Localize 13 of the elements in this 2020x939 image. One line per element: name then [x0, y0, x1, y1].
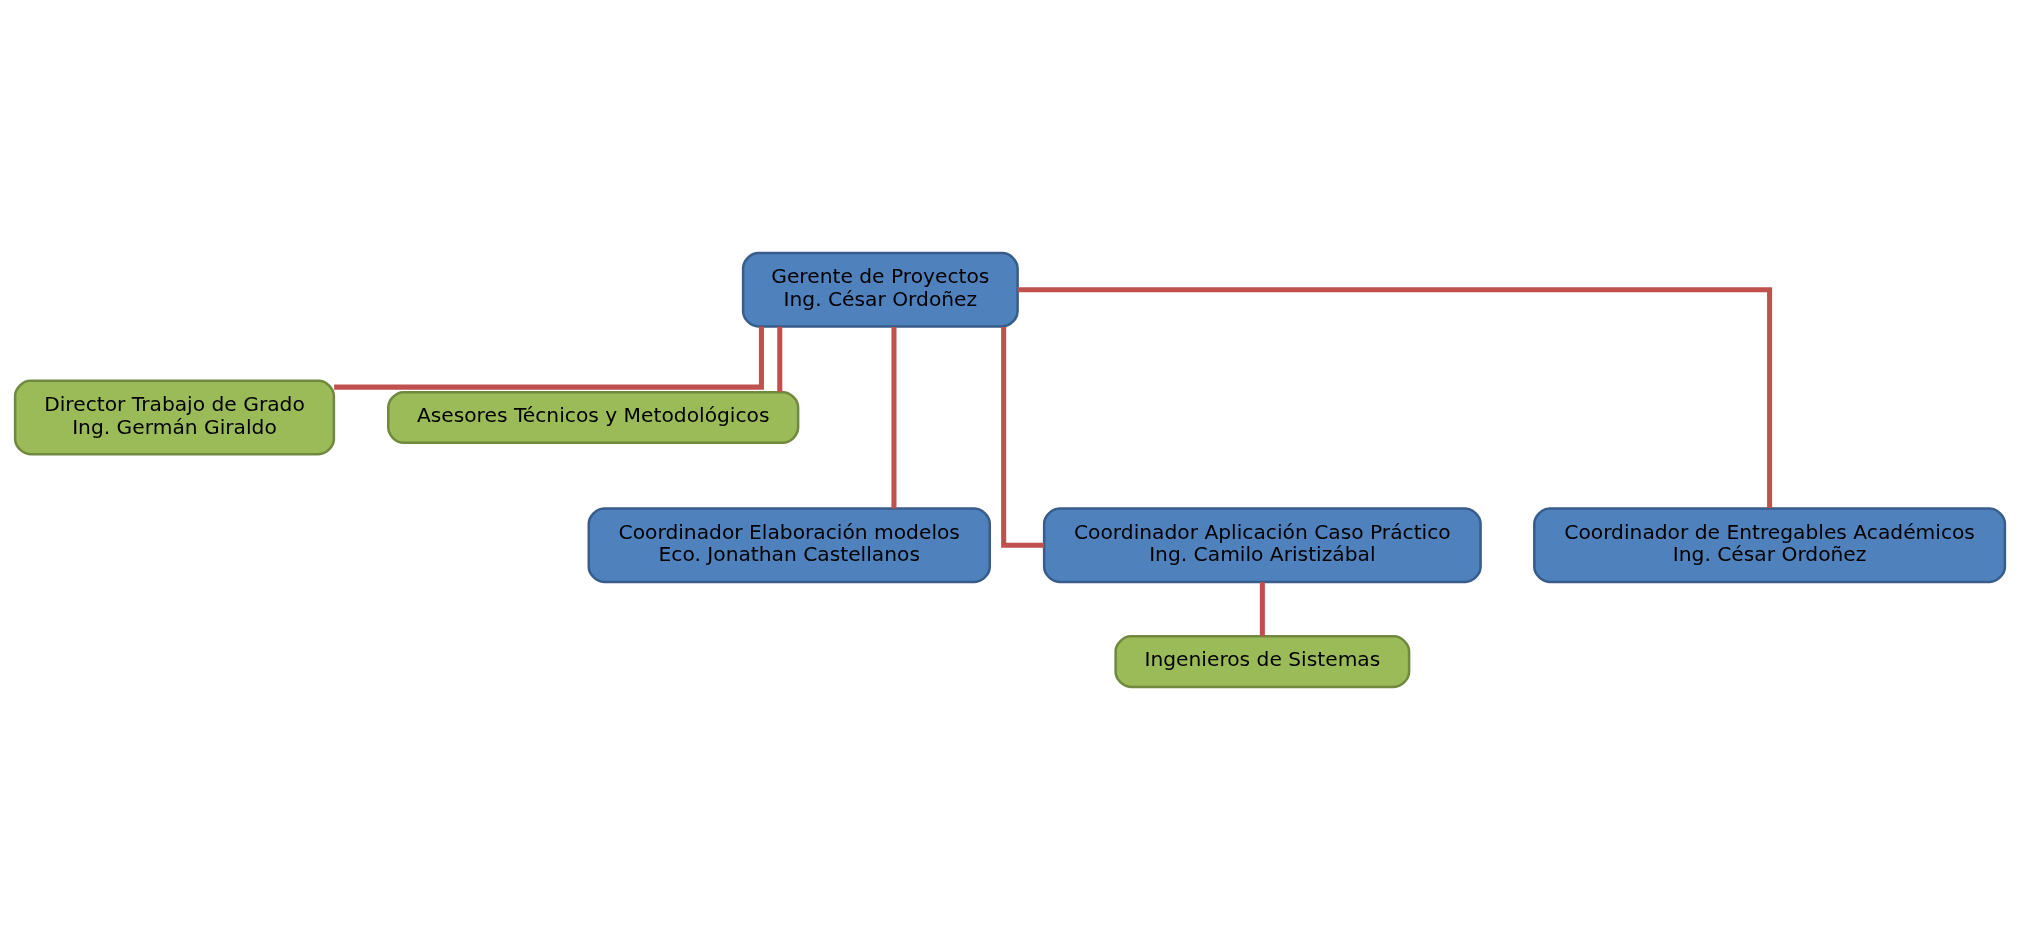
connector [1017, 286, 1773, 508]
node-box: Asesores Técnicos y Metodológicos [387, 390, 800, 444]
node-box: Coordinador Aplicación Caso Práctico Ing. Camilo Aristizábal [1042, 506, 1482, 583]
connector [1001, 326, 1045, 548]
node-box: Coordinador de Entregables Académicos Ing. César Ordoñez [1533, 506, 2007, 583]
node-box: Ingenieros de Sistemas [1114, 634, 1411, 688]
connector [1259, 581, 1265, 636]
node-box: Coordinador Elaboración modelos Eco. Jonathan Castellanos [587, 506, 992, 583]
node-box: Director Trabajo de Grado Ing. Germán Giraldo [13, 379, 336, 455]
connector [777, 326, 783, 392]
connector [334, 326, 764, 390]
connector [891, 326, 897, 508]
node-box: Gerente de Proyectos Ing. César Ordoñez [741, 251, 1019, 328]
